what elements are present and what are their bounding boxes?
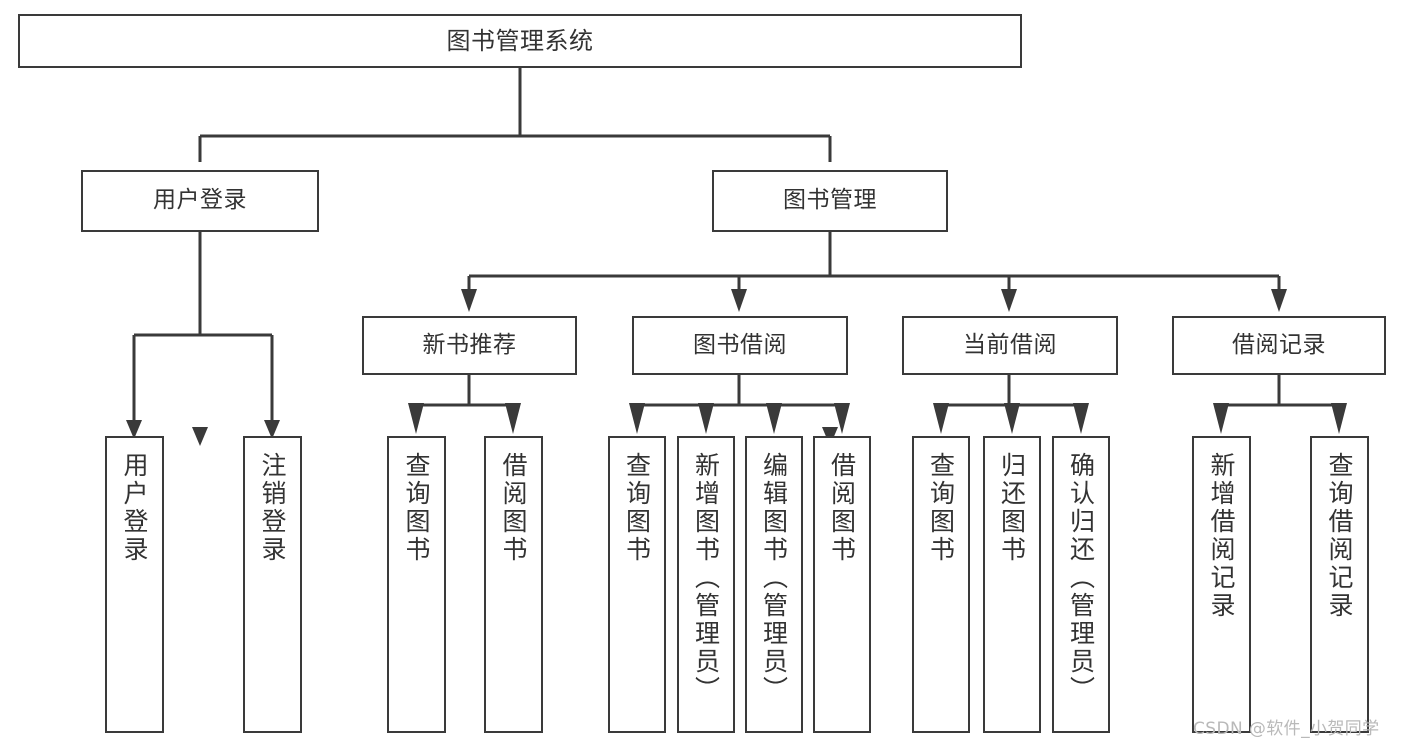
- node-leaf-query-book-current-label: 查询图书: [926, 452, 956, 564]
- node-borrow-record-label: 借阅记录: [1232, 331, 1326, 358]
- node-leaf-user-logout[interactable]: 注销登录: [243, 436, 302, 733]
- node-leaf-query-borrow-record[interactable]: 查询借阅记录: [1310, 436, 1369, 733]
- node-leaf-query-book-current[interactable]: 查询图书: [912, 436, 970, 733]
- node-leaf-edit-book-label: 编辑图书（管理员）: [759, 452, 789, 704]
- node-leaf-confirm-return[interactable]: 确认归还（管理员）: [1052, 436, 1110, 733]
- node-leaf-add-book[interactable]: 新增图书（管理员）: [677, 436, 735, 733]
- node-leaf-confirm-return-label: 确认归还（管理员）: [1066, 452, 1096, 704]
- node-book-borrow[interactable]: 图书借阅: [632, 316, 848, 375]
- node-leaf-add-book-label: 新增图书（管理员）: [691, 452, 721, 704]
- watermark-text: CSDN @软件_小贺同学: [1193, 719, 1380, 739]
- node-leaf-user-login[interactable]: 用户登录: [105, 436, 164, 733]
- node-new-book-rec-label: 新书推荐: [422, 331, 517, 358]
- node-leaf-query-book-rec-label: 查询图书: [402, 452, 431, 564]
- node-leaf-borrow-book-rec-label: 借阅图书: [499, 452, 528, 564]
- node-root[interactable]: 图书管理系统: [18, 14, 1022, 68]
- node-leaf-user-login-label: 用户登录: [120, 452, 149, 564]
- node-user-login-label: 用户登录: [153, 187, 247, 214]
- node-leaf-query-book-borrow-label: 查询图书: [622, 452, 652, 564]
- node-root-label: 图书管理系统: [446, 26, 594, 55]
- node-new-book-rec[interactable]: 新书推荐: [362, 316, 577, 375]
- node-leaf-add-borrow-record-label: 新增借阅记录: [1207, 452, 1236, 620]
- node-leaf-query-book-rec[interactable]: 查询图书: [387, 436, 446, 733]
- node-book-borrow-label: 图书借阅: [693, 331, 787, 358]
- node-borrow-record[interactable]: 借阅记录: [1172, 316, 1386, 375]
- node-book-manage[interactable]: 图书管理: [712, 170, 948, 232]
- node-leaf-query-book-borrow[interactable]: 查询图书: [608, 436, 666, 733]
- node-current-borrow-label: 当前借阅: [963, 331, 1057, 358]
- node-leaf-add-borrow-record[interactable]: 新增借阅记录: [1192, 436, 1251, 733]
- node-leaf-borrow-book-label: 借阅图书: [827, 452, 857, 564]
- node-book-manage-label: 图书管理: [783, 187, 877, 214]
- node-leaf-return-book-label: 归还图书: [997, 452, 1027, 564]
- node-user-login[interactable]: 用户登录: [81, 170, 319, 232]
- node-leaf-borrow-book[interactable]: 借阅图书: [813, 436, 871, 733]
- node-leaf-borrow-book-rec[interactable]: 借阅图书: [484, 436, 543, 733]
- node-current-borrow[interactable]: 当前借阅: [902, 316, 1118, 375]
- node-leaf-return-book[interactable]: 归还图书: [983, 436, 1041, 733]
- node-leaf-user-logout-label: 注销登录: [258, 452, 287, 564]
- node-leaf-query-borrow-record-label: 查询借阅记录: [1325, 452, 1354, 620]
- node-leaf-edit-book[interactable]: 编辑图书（管理员）: [745, 436, 803, 733]
